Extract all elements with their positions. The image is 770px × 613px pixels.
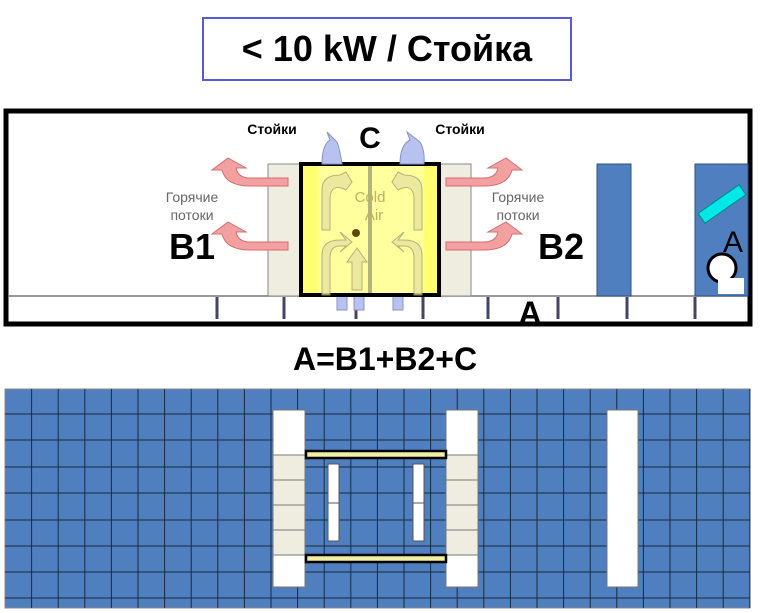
cold-air-arrow [392,295,404,311]
floor-pedestal [693,297,697,319]
label-b1: B1 [169,226,215,267]
label-hot-left-1: Горячие [166,189,219,205]
formula: A=B1+B2+C [293,341,477,377]
plan-racks [272,454,479,556]
label-hot-left-2: потоки [170,207,213,223]
floor-pedestal [282,297,286,319]
floor-pedestal [215,297,219,319]
cold-aisle-door-top [304,449,448,460]
center-dot [352,229,360,237]
label-a-unit: A [723,226,743,259]
label-racks-right: Стойки [435,121,485,137]
label-hot-right-2: потоки [496,207,539,223]
side-view: Стойки Стойки C Горячие потоки Горячие п… [3,108,753,331]
label-cold-1: Cold [355,189,386,206]
label-a-floor: A [518,295,541,331]
plan-view [4,388,751,609]
label-racks-left: Стойки [247,121,297,137]
cold-aisle-door-bottom [304,553,448,564]
cold-air-flow-arrows [321,171,423,296]
floor-pedestal [486,297,490,319]
label-hot-right-1: Горячие [492,189,545,205]
perforated-tiles [327,463,425,542]
plan-crac-row [606,409,639,588]
cold-air-arrow [353,295,365,311]
floor-pedestal [556,297,560,319]
crac-unit [596,163,632,297]
filter-icon [697,184,747,224]
floor-pedestal [421,297,425,319]
cold-air-arrow [336,295,348,311]
title-box: < 10 kW / Стойка [202,17,572,81]
cold-air-exit-arrow-left [321,131,343,165]
label-cold-2: Air [365,207,383,224]
title-text: < 10 kW / Стойка [241,28,533,69]
hot-air-arrows [210,157,524,251]
floor-pedestal [625,297,629,319]
cold-air-exit-arrow-right [399,130,425,165]
label-c: C [359,122,381,155]
label-b2: B2 [538,226,584,267]
fan-base [718,278,744,294]
